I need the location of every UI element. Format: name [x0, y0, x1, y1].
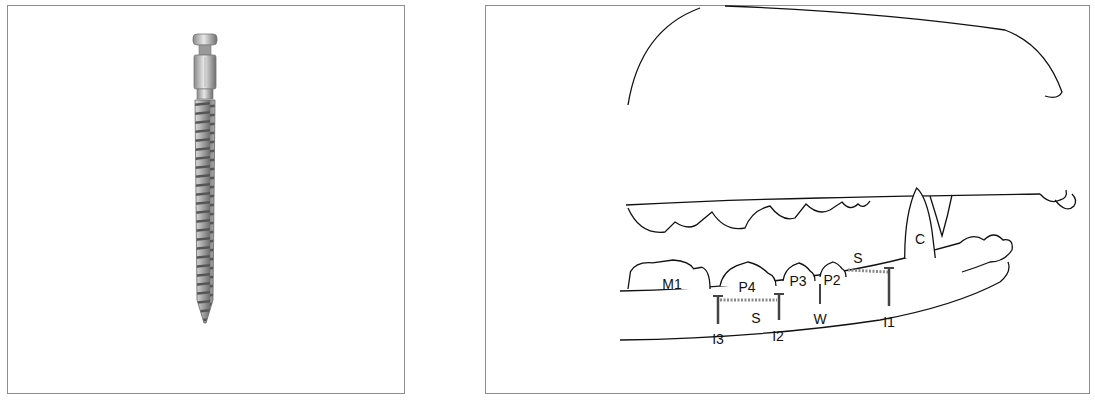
part-label: I1 [883, 315, 895, 329]
tooth-outline [903, 188, 937, 258]
panel-frame [8, 6, 405, 394]
tooth-label: P3 [789, 274, 806, 288]
tooth: P3 [783, 263, 815, 281]
tooth-label: P2 [823, 273, 840, 287]
part-label: I2 [772, 329, 784, 343]
tooth: M1 [628, 260, 710, 289]
part-label: S [853, 251, 862, 265]
tooth: C [903, 188, 937, 258]
mini-implant-photo [193, 34, 217, 323]
tooth: P4 [720, 262, 776, 286]
panel-frame [486, 6, 1090, 394]
tooth: P2 [820, 262, 846, 277]
tooth-label: C [915, 232, 925, 246]
part-label: S [751, 311, 760, 325]
part-label: W [813, 312, 826, 326]
tooth-label: P4 [738, 280, 755, 294]
tooth-label: M1 [662, 277, 681, 291]
dog-skull-outline [620, 6, 1076, 340]
part-label: I3 [712, 332, 724, 346]
